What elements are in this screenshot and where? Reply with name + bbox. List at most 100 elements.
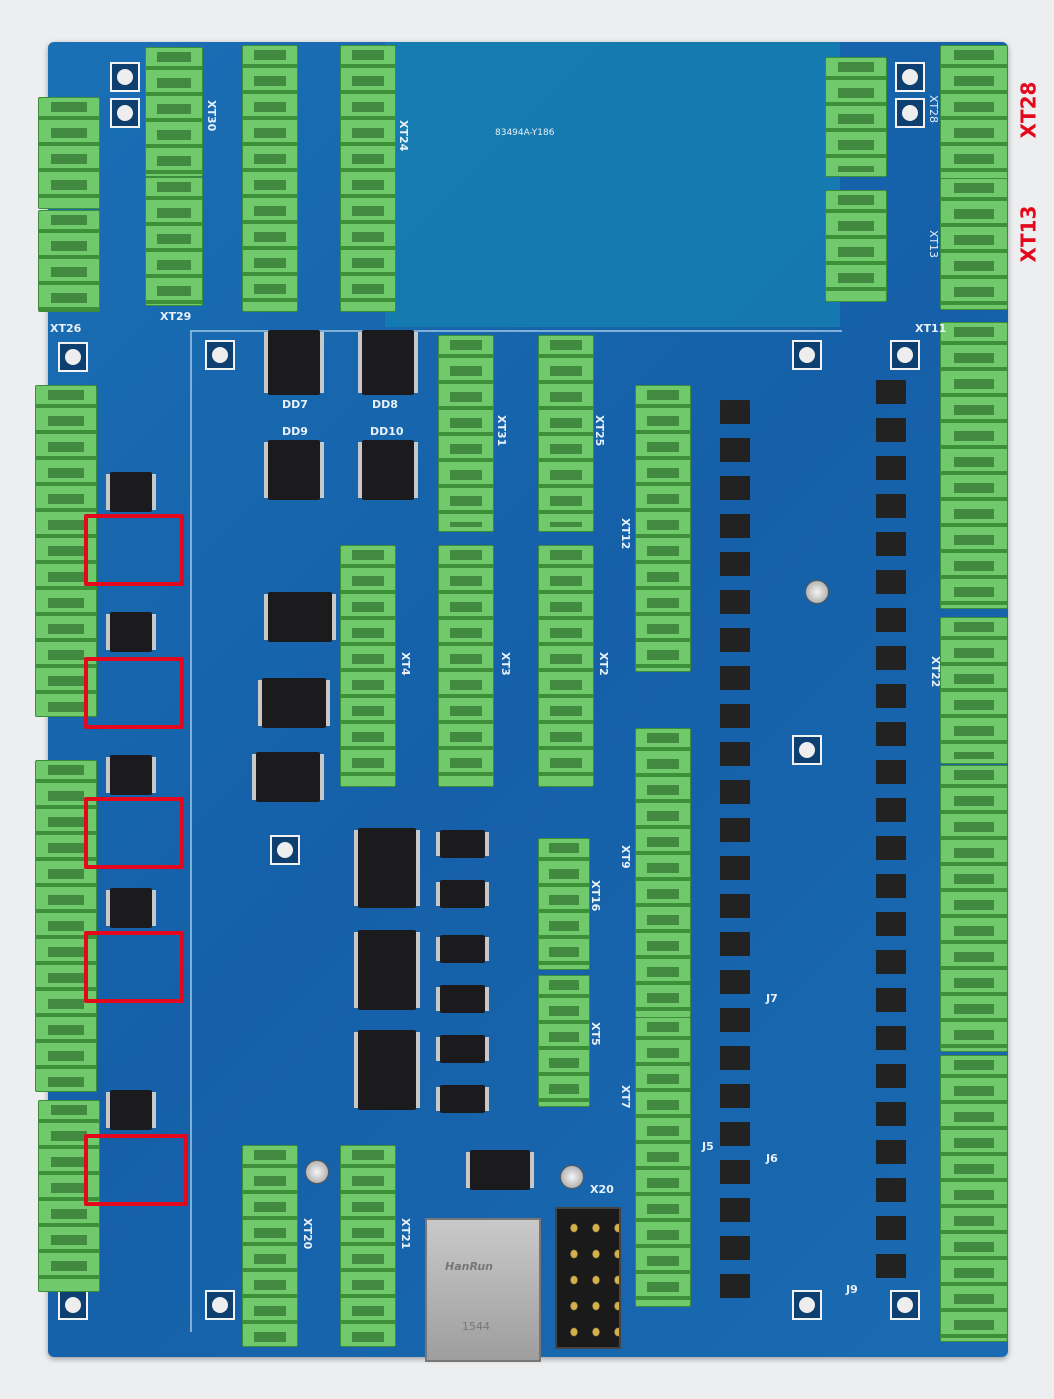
- highlight-box: [84, 797, 184, 869]
- silk-xt28: XT28: [927, 95, 940, 124]
- terminal-block-xt25: [538, 335, 594, 532]
- terminal-block: [940, 1055, 1008, 1342]
- silk-xt13: XT13: [927, 230, 940, 259]
- ic: [440, 880, 485, 908]
- capacitor: [305, 1160, 329, 1184]
- pin-header-x20: [555, 1207, 621, 1349]
- highlight-box: [84, 514, 184, 586]
- silk-xt25: XT25: [593, 415, 606, 447]
- silk-xt3: XT3: [499, 652, 512, 676]
- silk-xt21: XT21: [399, 1218, 412, 1250]
- terminal-block-xt30: [145, 47, 203, 177]
- ic-dd7: [268, 330, 320, 395]
- silk-xt12: XT12: [619, 518, 632, 550]
- ic: [110, 888, 152, 928]
- mounting-hole: [890, 340, 920, 370]
- ic: [110, 1090, 152, 1130]
- mounting-hole: [58, 1290, 88, 1320]
- silk-j7: J7: [766, 992, 778, 1005]
- highlight-box: [84, 657, 184, 729]
- terminal-block-xt12: [635, 385, 691, 672]
- ic: [440, 830, 485, 858]
- ic: [268, 592, 332, 642]
- mounting-hole: [890, 1290, 920, 1320]
- silk-xt29: XT29: [160, 310, 192, 323]
- terminal-block-xt4: [340, 545, 396, 787]
- pcb-copper-area: [385, 42, 840, 327]
- silk-xt7: XT7: [619, 1085, 632, 1109]
- silk-j5: J5: [702, 1140, 714, 1153]
- terminal-block-xt28: [940, 45, 1008, 182]
- silk-xt22: XT22: [929, 656, 942, 688]
- silk-xt4: XT4: [399, 652, 412, 676]
- terminal-block-xt26: [38, 210, 100, 312]
- terminal-block-xt21: [340, 1145, 396, 1347]
- silk-x20: X20: [590, 1183, 614, 1196]
- annotation-label-xt13: XT13: [1016, 205, 1041, 263]
- silk-xt26: XT26: [50, 322, 82, 335]
- silk-j6: J6: [766, 1152, 778, 1165]
- ic-dd9: [268, 440, 320, 500]
- ic: [358, 1030, 416, 1110]
- capacitor: [805, 580, 829, 604]
- terminal-block: [940, 765, 1008, 1052]
- silk-xt30: XT30: [205, 100, 218, 132]
- mounting-hole: [895, 98, 925, 128]
- ic: [440, 985, 485, 1013]
- silk-dd8: DD8: [372, 398, 398, 411]
- silk-dd7: DD7: [282, 398, 308, 411]
- terminal-block-xt2: [538, 545, 594, 787]
- mounting-hole: [792, 1290, 822, 1320]
- terminal-block-xt16: [538, 838, 590, 970]
- terminal-block-xt5: [538, 975, 590, 1107]
- mounting-hole: [270, 835, 300, 865]
- ic: [110, 472, 152, 512]
- ic: [358, 930, 416, 1010]
- terminal-block-xt9: [635, 728, 691, 1018]
- terminal-block-xt31: [438, 335, 494, 532]
- silk-dd9: DD9: [282, 425, 308, 438]
- silk-xt2: XT2: [597, 652, 610, 676]
- terminal-block-xt19: [38, 1100, 100, 1292]
- ethernet-brand: HanRun: [445, 1260, 493, 1273]
- ic: [470, 1150, 530, 1190]
- highlight-box: [84, 1134, 188, 1206]
- terminal-block-xt13: [940, 178, 1008, 310]
- ic: [440, 1085, 485, 1113]
- silk-xt9: XT9: [619, 845, 632, 869]
- mounting-hole: [792, 340, 822, 370]
- terminal-block-xt24: [340, 45, 396, 312]
- optocoupler-column: [876, 380, 906, 1280]
- ic-dd8: [362, 330, 414, 395]
- mounting-hole: [110, 62, 140, 92]
- mounting-hole: [792, 735, 822, 765]
- ic: [110, 612, 152, 652]
- silk-xt20: XT20: [301, 1218, 314, 1250]
- ic: [440, 935, 485, 963]
- silk-xt5: XT5: [589, 1022, 602, 1046]
- mounting-hole: [205, 1290, 235, 1320]
- silk-j9: J9: [846, 1283, 858, 1296]
- ic: [440, 1035, 485, 1063]
- terminal-block-xt20: [242, 1145, 298, 1347]
- terminal-block-xt29: [145, 177, 203, 306]
- terminal-block: [242, 45, 298, 312]
- terminal-block-xt11: [940, 322, 1008, 609]
- ic: [358, 828, 416, 908]
- ic-dd10: [362, 440, 414, 500]
- mounting-hole: [205, 340, 235, 370]
- terminal-block-xt7: [635, 1017, 691, 1307]
- mounting-hole: [110, 98, 140, 128]
- highlight-box: [84, 931, 184, 1003]
- terminal-block: [38, 97, 100, 209]
- capacitor: [560, 1165, 584, 1189]
- terminal-block-xt3: [438, 545, 494, 787]
- pcb-outline: [190, 330, 842, 1332]
- mounting-hole: [895, 62, 925, 92]
- part-number: 83494A-Y186: [495, 128, 555, 138]
- silk-dd10: DD10: [370, 425, 404, 438]
- optocoupler-column: [720, 400, 750, 1300]
- silk-xt11: XT11: [915, 322, 947, 335]
- silk-xt16: XT16: [589, 880, 602, 912]
- annotation-label-xt28: XT28: [1016, 81, 1041, 139]
